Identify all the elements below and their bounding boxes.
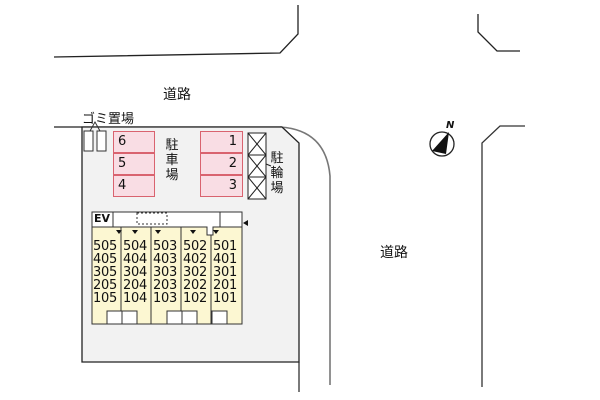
parking-stall-3: 3 (200, 175, 243, 197)
unit-column-02: 502 402 302 202 102 (183, 240, 207, 305)
unit-number: 104 (123, 291, 147, 306)
unit-number: 105 (93, 291, 117, 306)
bicycle-parking-label-char: 駐 (270, 151, 284, 166)
unit-number: 404 (123, 252, 147, 267)
dashed-void (136, 212, 168, 225)
unit-number: 204 (123, 278, 147, 293)
corridor-east-block (219, 211, 243, 228)
parking-stall-5: 5 (113, 153, 155, 175)
parking-stall-1: 1 (200, 131, 243, 153)
unit-number: 205 (93, 278, 117, 293)
unit-number: 501 (213, 239, 237, 254)
compass-north-label: N (446, 120, 455, 131)
garbage-bin (83, 130, 94, 152)
unit-number: 202 (183, 278, 207, 293)
car-parking-label-char: 車 (165, 153, 179, 168)
unit-number: 203 (153, 278, 177, 293)
unit-number: 402 (183, 252, 207, 267)
road-corner-curve (279, 126, 331, 385)
unit-number: 505 (93, 239, 117, 254)
car-parking-label-char: 場 (165, 168, 179, 183)
road-edge-east (481, 125, 525, 387)
parking-stall-4: 4 (113, 175, 155, 197)
garbage-bin (96, 130, 107, 152)
unit-number: 103 (153, 291, 177, 306)
ground-floor-cutouts (106, 310, 228, 325)
road-label-east: 道路 (380, 245, 408, 261)
garbage-leader-line (89, 120, 101, 132)
road-label-north: 道路 (163, 87, 191, 103)
elevator-box (91, 211, 114, 228)
unit-number: 302 (183, 265, 207, 280)
bicycle-label-leader (265, 163, 272, 167)
elevator-label: EV (94, 212, 111, 225)
unit-number: 201 (213, 278, 237, 293)
entrance-arrow-icon (243, 220, 248, 226)
unit-column-dividers (120, 227, 212, 324)
unit-number: 403 (153, 252, 177, 267)
car-parking-label-char: 駐 (165, 138, 179, 153)
unit-number: 304 (123, 265, 147, 280)
unit-number: 401 (213, 252, 237, 267)
garbage-area-label: ゴミ置場 (82, 112, 135, 127)
unit-column-05: 505 405 305 205 105 (93, 240, 117, 305)
unit-number: 303 (153, 265, 177, 280)
unit-number: 102 (183, 291, 207, 306)
unit-number: 101 (213, 291, 237, 306)
unit-number: 405 (93, 252, 117, 267)
unit-column-03: 503 403 303 203 103 (153, 240, 177, 305)
road-edge-northeast (477, 14, 520, 52)
building-footprint (91, 226, 243, 325)
unit-number: 503 (153, 239, 177, 254)
parking-stall-6: 6 (113, 131, 155, 153)
bicycle-parking-label-char: 場 (270, 181, 284, 196)
north-compass-icon (429, 131, 455, 157)
unit-number: 305 (93, 265, 117, 280)
parking-stall-2: 2 (200, 153, 243, 175)
unit-number: 504 (123, 239, 147, 254)
bicycle-parking-slots (247, 132, 267, 200)
bicycle-parking-label: 駐 輪 場 (270, 151, 284, 196)
unit-column-04: 504 404 304 204 104 (123, 240, 147, 305)
unit-number: 301 (213, 265, 237, 280)
unit-column-01: 501 401 301 201 101 (213, 240, 237, 305)
car-parking-label: 駐 車 場 (165, 138, 179, 183)
unit-number: 502 (183, 239, 207, 254)
road-edge-north-upper (53, 5, 299, 58)
bicycle-parking-label-char: 輪 (270, 166, 284, 181)
